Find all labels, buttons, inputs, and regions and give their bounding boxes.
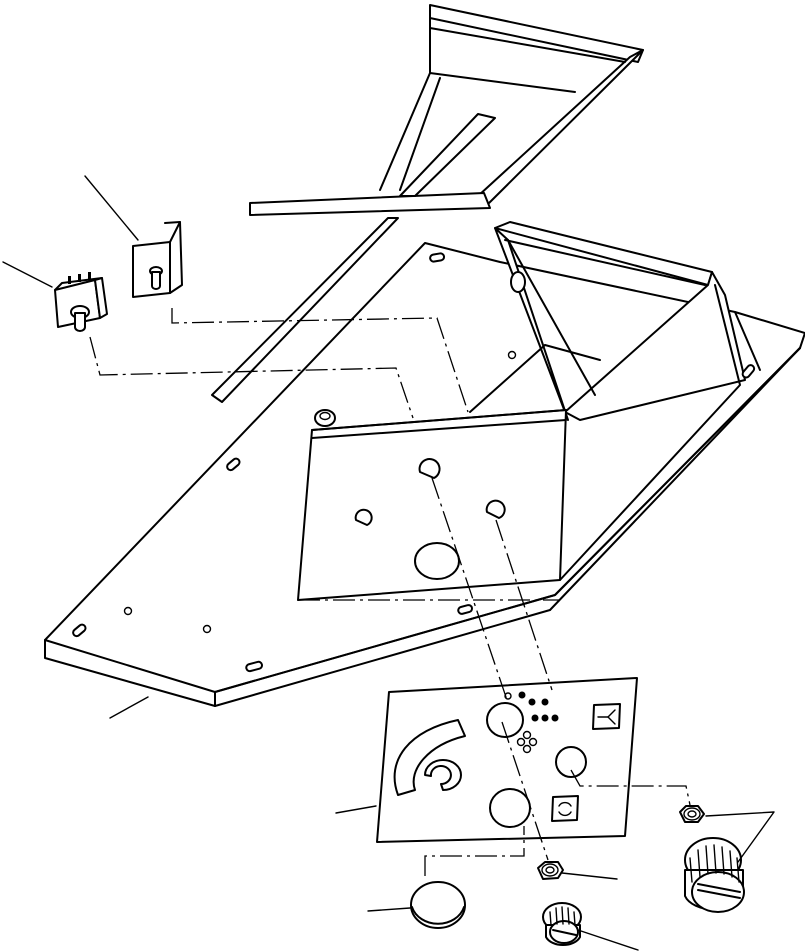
leader-lines: [2, 175, 775, 951]
mounting-strip: [211, 217, 399, 403]
instrument-decal-panel: [376, 677, 638, 843]
control-knob-small: [542, 902, 582, 947]
rotate-symbol-icon: [551, 795, 579, 822]
leader-line: [577, 929, 639, 951]
leader-line: [367, 907, 411, 912]
hole-plug: [410, 881, 466, 929]
toggle-switch-bracket: [132, 221, 183, 298]
hex-nut-small: [537, 861, 564, 880]
housing-slot: [72, 252, 756, 673]
hex-nut-large: [679, 805, 705, 823]
leader-line: [705, 811, 775, 863]
leader-line: [561, 872, 618, 880]
control-knob-large: [684, 837, 745, 913]
toggle-switch: [54, 272, 108, 332]
upper-cover-plate: [249, 4, 644, 216]
console-housing: [44, 221, 805, 707]
leader-line: [109, 696, 149, 719]
leader-line: [335, 805, 377, 814]
leader-line: [84, 175, 139, 241]
leader-line: [2, 261, 53, 288]
assembly-centerlines: [89, 308, 691, 876]
split-symbol-icon: [592, 703, 621, 730]
